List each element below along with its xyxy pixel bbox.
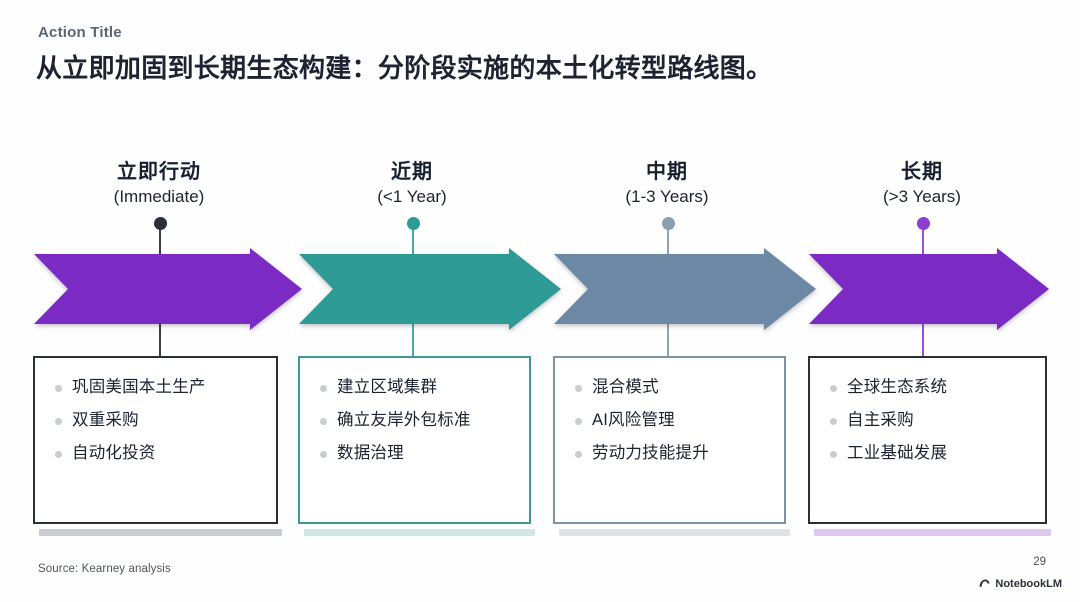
eyebrow-label: Action Title	[38, 24, 122, 41]
phase-title-en-2: (<1 Year)	[377, 187, 447, 206]
list-item: 工业基础发展	[830, 442, 1031, 466]
brand-label: NotebookLM	[995, 577, 1062, 590]
phase-marker-dot-1	[153, 217, 167, 230]
phase-content-box-4[interactable]: 全球生态系统 自主采购 工业基础发展	[808, 356, 1047, 524]
phase-arrow-1	[34, 248, 302, 330]
list-item: 劳动力技能提升	[575, 442, 770, 466]
phase-title-en-1: (Immediate)	[113, 187, 205, 206]
bullet-icon	[320, 385, 327, 392]
list-item: 数据治理	[320, 442, 515, 466]
bullet-label: AI风险管理	[592, 410, 675, 429]
phase-arrow-4	[809, 248, 1049, 330]
bullet-icon	[320, 450, 327, 458]
bullet-icon	[55, 417, 62, 425]
source-note: Source: Kearney analysis	[38, 563, 171, 575]
bullet-icon	[320, 417, 327, 425]
bullet-label: 巩固美国本土生产	[72, 378, 206, 396]
phase-header-3: 中期 (1-3 Years)	[552, 160, 782, 208]
bullet-icon	[575, 450, 582, 458]
box-shadow-bar-1	[39, 529, 282, 536]
bullet-label: 劳动力技能提升	[592, 443, 709, 462]
phase-arrow-3	[554, 248, 816, 330]
page-title: 从立即加固到长期生态构建：分阶段实施的本土化转型路线图。	[36, 53, 773, 83]
list-item: 巩固美国本土生产	[55, 376, 262, 400]
bullet-label: 数据治理	[337, 443, 404, 462]
bullet-label: 工业基础发展	[847, 443, 948, 462]
bullet-icon	[830, 417, 837, 425]
roadmap-timeline: 立即行动 (Immediate) 近期 (<1 Year) 中期 (1-3 Ye…	[0, 160, 1080, 560]
bullet-icon	[575, 385, 582, 392]
bullet-label: 确立友岸外包标准	[337, 410, 471, 429]
phase-title-cn-1: 立即行动	[117, 161, 201, 183]
page-number: 29	[1033, 556, 1046, 568]
phase-arrow-2	[299, 248, 561, 330]
list-item: 自动化投资	[55, 442, 262, 466]
list-item: 双重采购	[55, 409, 262, 433]
list-item: 确立友岸外包标准	[320, 409, 515, 433]
phase-marker-dot-4	[916, 217, 930, 230]
box-shadow-bar-2	[304, 529, 535, 536]
bullet-icon	[55, 385, 62, 392]
bullet-label: 自主采购	[847, 410, 914, 429]
bullet-label: 建立区域集群	[337, 378, 438, 396]
list-item: AI风险管理	[575, 409, 770, 433]
bullet-label: 自动化投资	[72, 443, 156, 462]
phase-marker-dot-2	[406, 217, 420, 230]
phase-title-cn-2: 近期	[391, 161, 433, 183]
list-item: 建立区域集群	[320, 376, 515, 400]
phase-title-en-3: (1-3 Years)	[625, 187, 709, 206]
phase-title-en-4: (>3 Years)	[883, 187, 961, 206]
phase-header-2: 近期 (<1 Year)	[297, 160, 527, 208]
phase-title-cn-4: 长期	[901, 161, 943, 183]
phase-content-box-2[interactable]: 建立区域集群 确立友岸外包标准 数据治理	[298, 356, 531, 524]
list-item: 自主采购	[830, 409, 1031, 433]
phase-content-box-3[interactable]: 混合模式 AI风险管理 劳动力技能提升	[553, 356, 786, 524]
brand-mark: NotebookLM	[978, 577, 1062, 590]
phase-marker-dot-3	[661, 217, 675, 230]
phase-content-box-1[interactable]: 巩固美国本土生产 双重采购 自动化投资	[33, 356, 278, 524]
bullet-label: 全球生态系统	[847, 378, 948, 396]
bullet-label: 双重采购	[72, 410, 139, 429]
phase-header-4: 长期 (>3 Years)	[807, 160, 1037, 208]
box-shadow-bar-3	[559, 529, 790, 536]
bullet-icon	[830, 385, 837, 392]
arrow-band	[0, 248, 1080, 330]
notebooklm-logo-icon	[978, 577, 991, 590]
box-shadow-bar-4	[814, 529, 1051, 536]
list-item: 混合模式	[575, 376, 770, 400]
phase-header-1: 立即行动 (Immediate)	[44, 160, 274, 208]
bullet-icon	[55, 450, 62, 458]
bullet-icon	[830, 450, 837, 458]
list-item: 全球生态系统	[830, 376, 1031, 400]
bullet-label: 混合模式	[592, 378, 659, 396]
bullet-icon	[575, 417, 582, 425]
phase-title-cn-3: 中期	[646, 161, 688, 183]
